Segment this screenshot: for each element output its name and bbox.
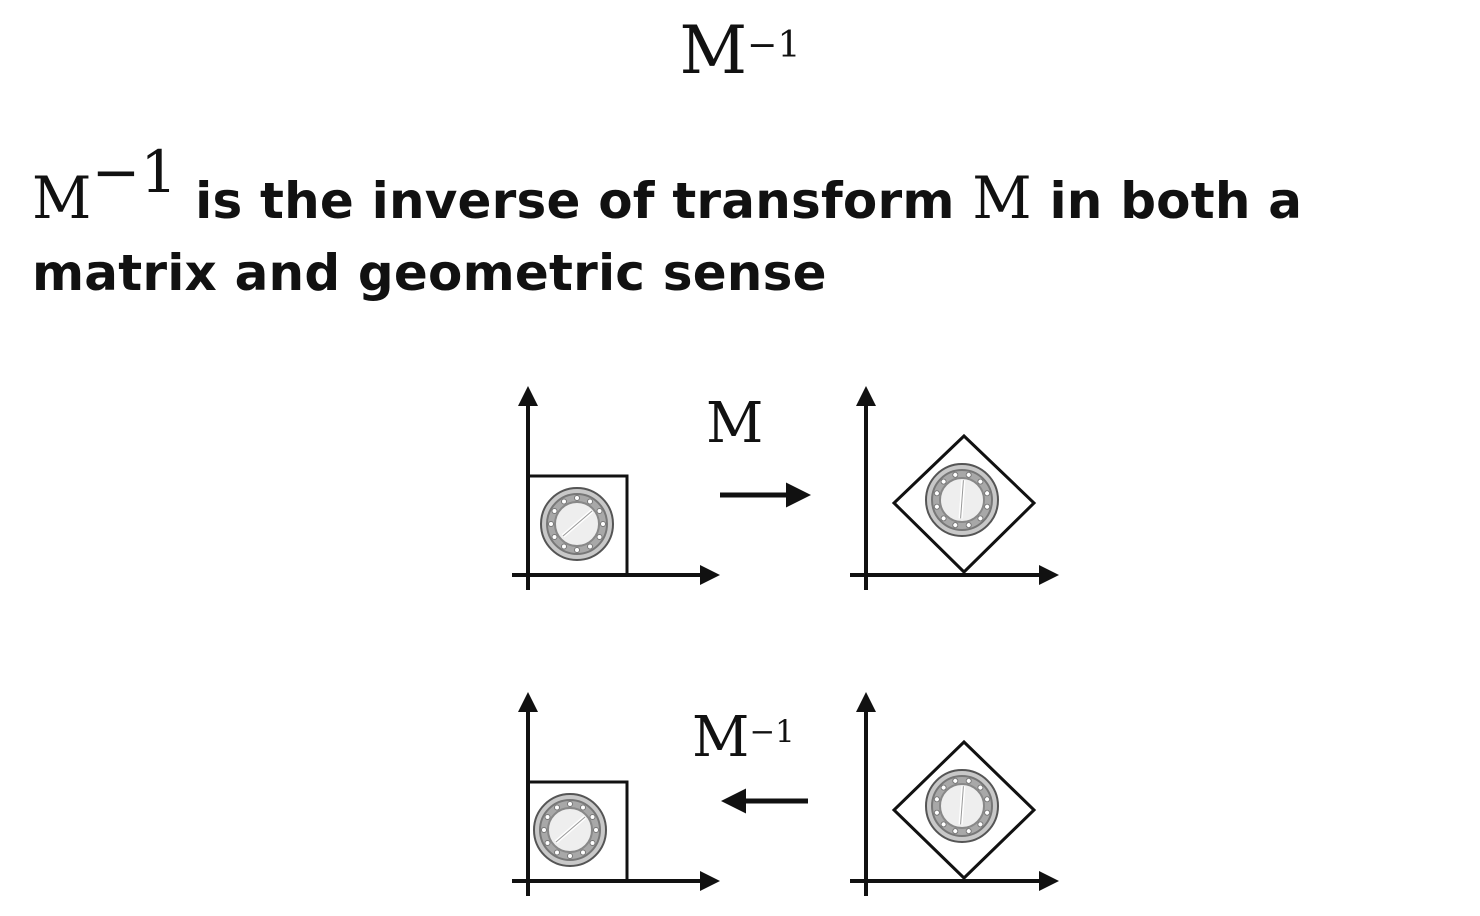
- rotated-square-shape: [891, 433, 1037, 575]
- title-exponent: −1: [747, 22, 801, 66]
- square-shape: [526, 474, 629, 577]
- forward-label: M: [706, 391, 764, 456]
- statement-transform-symbol: M: [972, 164, 1032, 232]
- clock-icon: [532, 792, 608, 868]
- original-frame-bottom: [512, 692, 720, 896]
- inverse-label-symbol: M: [692, 705, 750, 770]
- transformed-frame-top: [850, 386, 1059, 590]
- inverse-label-exponent: −1: [749, 714, 795, 751]
- slide-title: M−1: [0, 18, 1480, 84]
- rotated-square-shape: [891, 739, 1037, 881]
- statement-text: M−1 is the inverse of transform M in bot…: [32, 138, 1472, 309]
- title-symbol: M: [679, 12, 748, 89]
- inverse-label: M−1: [692, 710, 795, 766]
- clock-icon: [539, 486, 615, 562]
- original-frame-top: [512, 386, 720, 590]
- statement-text-before: is the inverse of transform: [177, 172, 973, 230]
- square-shape: [526, 780, 629, 883]
- statement-symbol: M: [32, 164, 92, 232]
- transformed-frame-bottom: [850, 692, 1059, 896]
- statement-exponent: −1: [91, 137, 178, 206]
- statement-text-after: in both a matrix and geometric sense: [32, 172, 1303, 302]
